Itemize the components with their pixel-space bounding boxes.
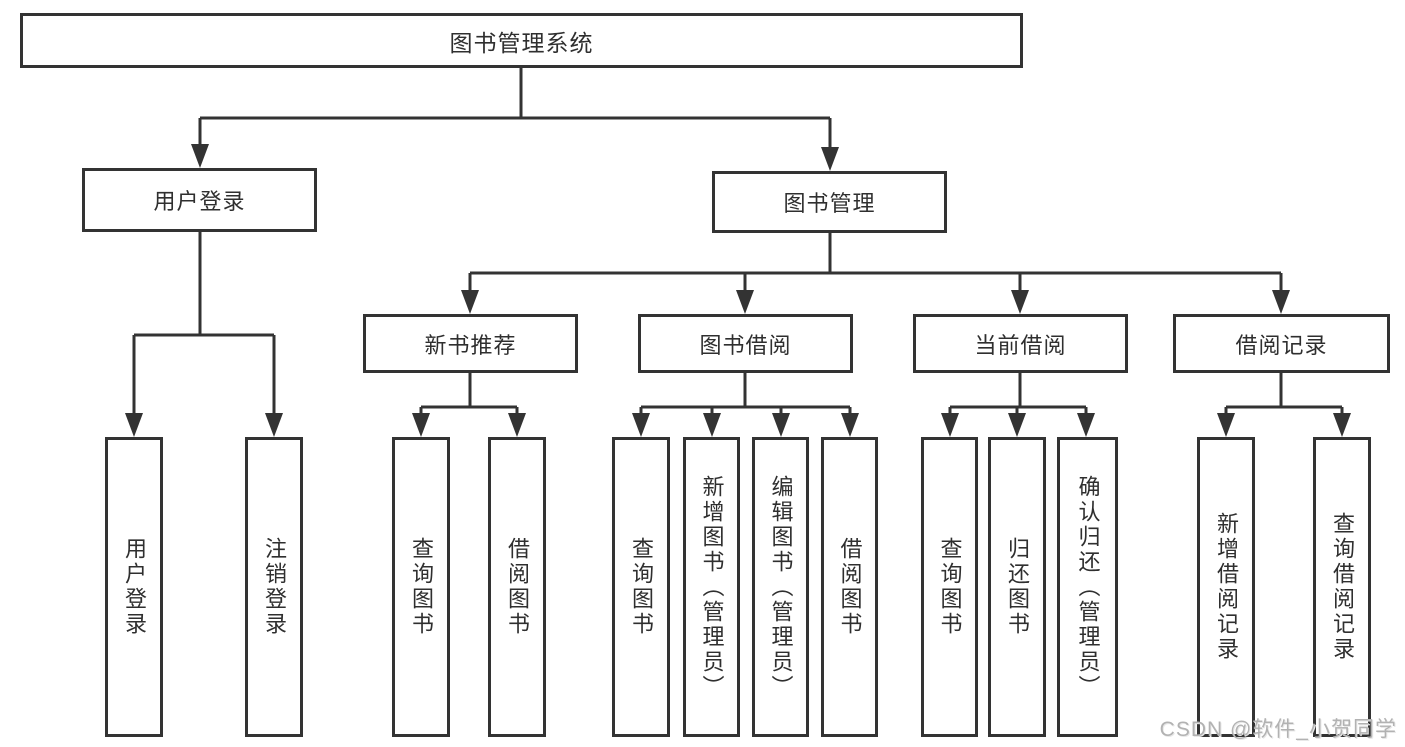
leaf-user-login: 用户登录 [105,437,163,737]
leaf-borrow-query-book-label: 查询图书 [629,537,654,637]
leaf-edit-book-admin-label: 编辑图书（管理员） [768,474,794,700]
node-current-borrow: 当前借阅 [913,314,1128,373]
leaf-add-book-admin: 新增图书（管理员） [683,437,740,737]
leaf-borrow-query-book: 查询图书 [612,437,670,737]
leaf-confirm-return-admin-label: 确认归还（管理员） [1075,474,1101,700]
node-borrow-record-label: 借阅记录 [1235,332,1328,358]
leaf-recommend-borrow-book-label: 借阅图书 [505,537,530,637]
leaf-confirm-return-admin: 确认归还（管理员） [1057,437,1118,737]
node-book-management: 图书管理 [712,171,947,233]
node-current-borrow-label: 当前借阅 [974,332,1067,358]
node-borrow-record: 借阅记录 [1173,314,1390,373]
node-new-book-recommend-label: 新书推荐 [424,332,517,358]
leaf-logout: 注销登录 [245,437,303,737]
leaf-logout-label: 注销登录 [262,537,287,637]
leaf-add-book-admin-label: 新增图书（管理员） [699,474,725,700]
node-book-management-label: 图书管理 [783,191,876,216]
leaf-return-book-label: 归还图书 [1005,537,1030,637]
leaf-current-query-book: 查询图书 [921,437,978,737]
node-user-login: 用户登录 [82,168,317,232]
leaf-return-book: 归还图书 [988,437,1046,737]
leaf-user-login-label: 用户登录 [122,537,147,637]
leaf-current-query-book-label: 查询图书 [937,537,963,637]
csdn-watermark: CSDN @软件_小贺同学 [1159,718,1397,741]
node-system-root-label: 图书管理系统 [449,29,594,56]
node-new-book-recommend: 新书推荐 [363,314,578,373]
node-user-login-label: 用户登录 [153,189,246,214]
leaf-query-borrow-record: 查询借阅记录 [1313,437,1371,737]
leaf-borrow-book-label: 借阅图书 [837,537,863,637]
node-book-borrow: 图书借阅 [638,314,853,373]
leaf-edit-book-admin: 编辑图书（管理员） [752,437,809,737]
leaf-recommend-query-book: 查询图书 [392,437,450,737]
leaf-add-borrow-record-label: 新增借阅记录 [1214,512,1239,662]
leaf-borrow-book: 借阅图书 [821,437,878,737]
node-system-root: 图书管理系统 [20,13,1023,68]
leaf-query-borrow-record-label: 查询借阅记录 [1330,512,1355,662]
leaf-add-borrow-record: 新增借阅记录 [1197,437,1255,737]
leaf-recommend-borrow-book: 借阅图书 [488,437,546,737]
leaf-recommend-query-book-label: 查询图书 [409,537,434,637]
arrowhead-icons [125,144,1351,437]
node-book-borrow-label: 图书借阅 [699,332,792,358]
